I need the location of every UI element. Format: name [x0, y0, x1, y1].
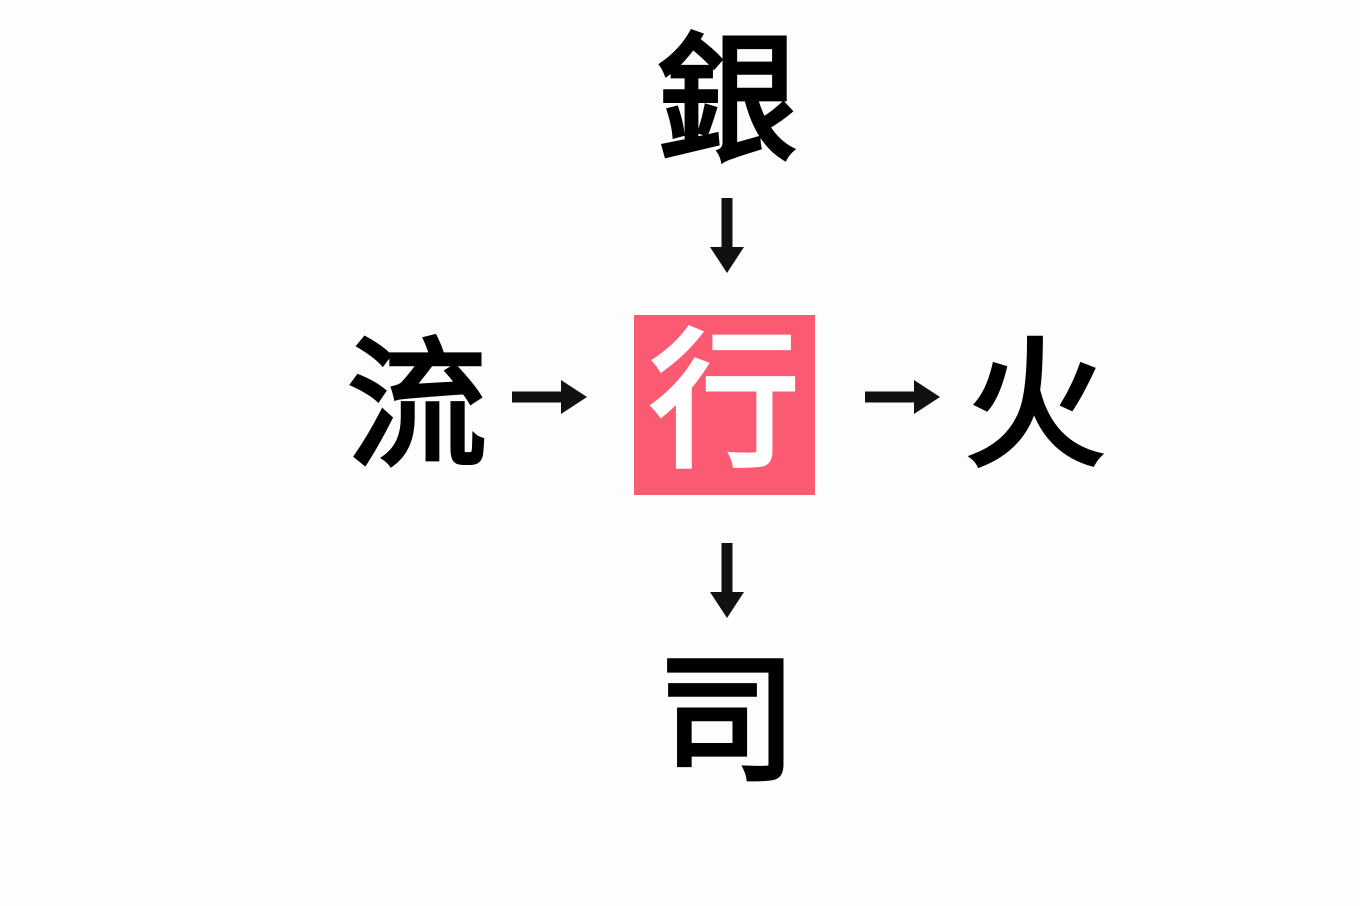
kanji-node-center-highlight: 行: [634, 315, 815, 495]
arrow-stem: [512, 391, 563, 403]
arrow-stem: [865, 391, 916, 403]
arrow-head: [914, 380, 940, 414]
arrow-stem: [721, 198, 733, 249]
arrow-down-icon-top: [702, 198, 752, 273]
kanji-node-center-glyph: 行: [649, 316, 800, 490]
kanji-node-bottom: 司: [656, 640, 797, 803]
arrow-right-icon-right: [865, 372, 940, 422]
arrow-right-icon-left: [512, 372, 587, 422]
arrow-stem: [721, 543, 733, 594]
arrow-down-icon-bottom: [702, 543, 752, 618]
arrow-head: [710, 592, 744, 618]
kanji-node-top: 銀: [656, 20, 797, 183]
arrow-head: [710, 247, 744, 273]
kanji-node-right: 火: [964, 325, 1105, 488]
kanji-node-left: 流: [346, 325, 487, 488]
arrow-head: [561, 380, 587, 414]
